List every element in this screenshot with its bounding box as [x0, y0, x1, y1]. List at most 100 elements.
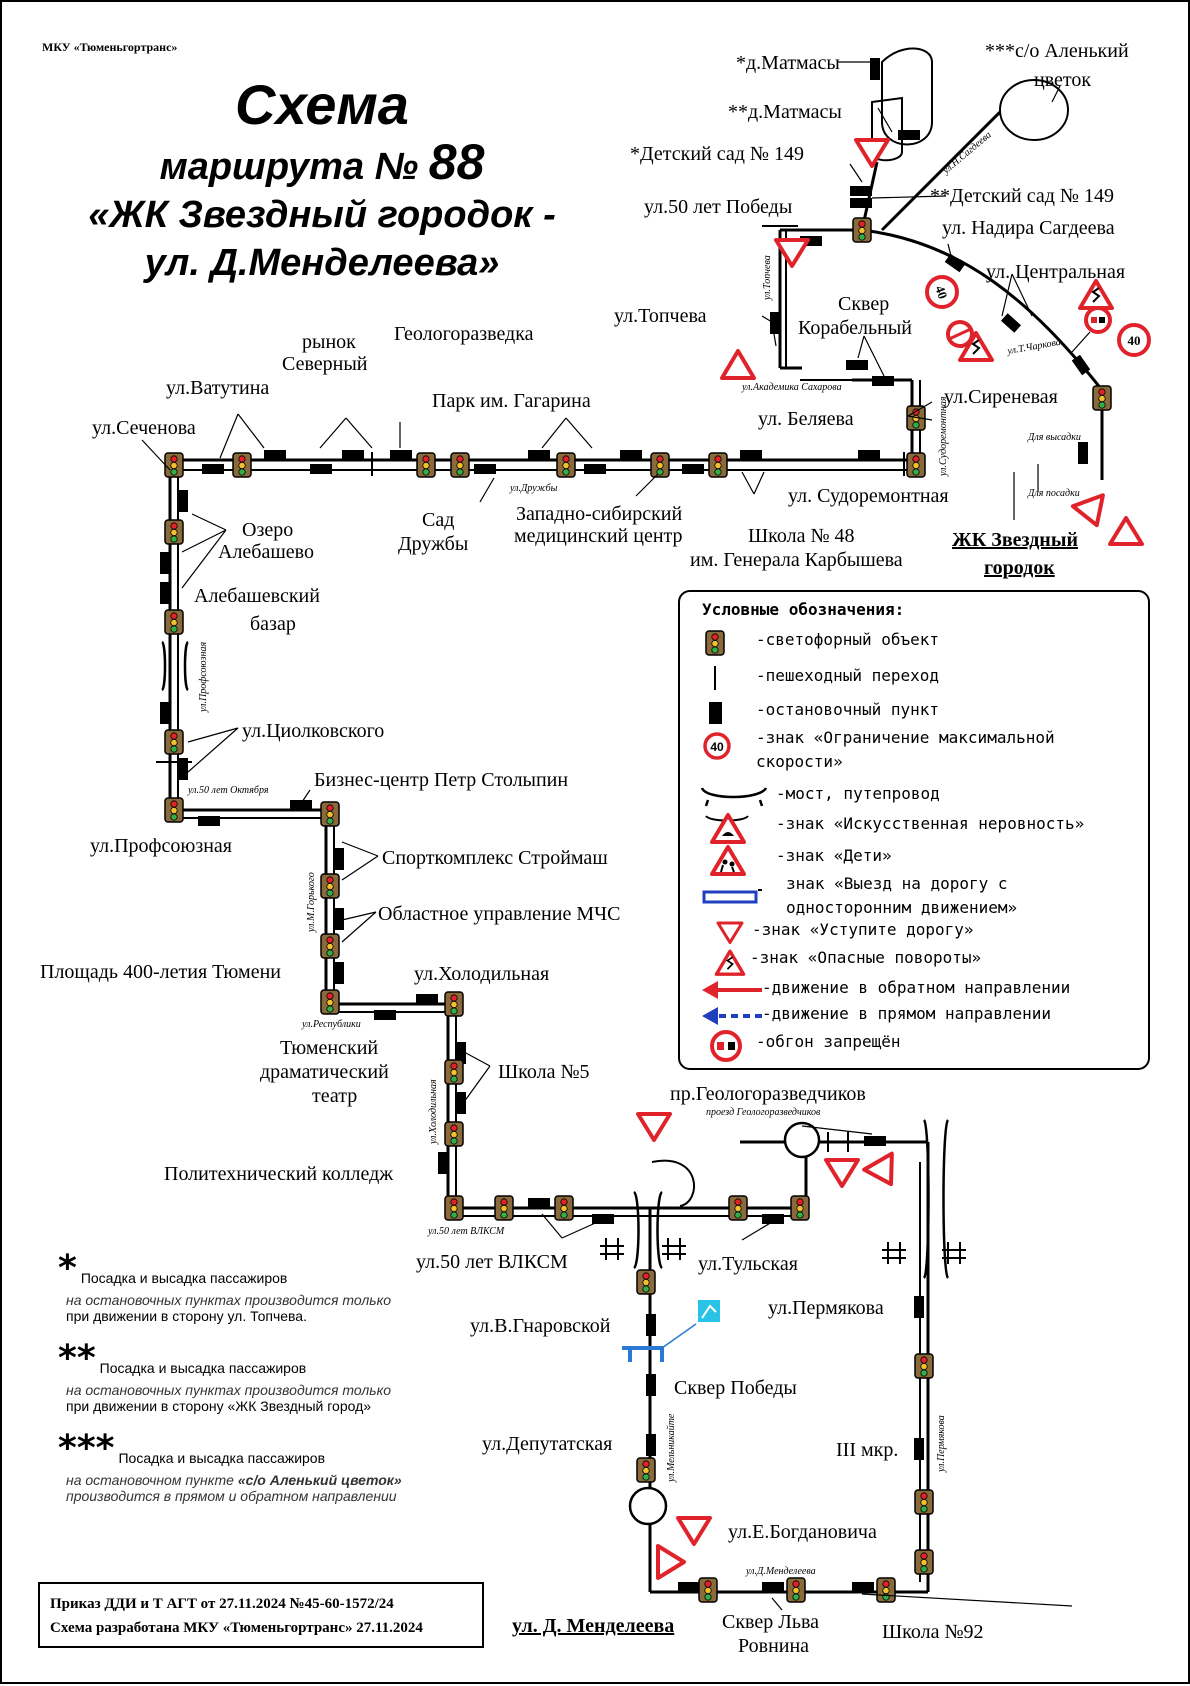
speed-limit-value: 40 [710, 740, 724, 754]
traffic-light-icon [444, 1121, 464, 1147]
bus-stop [290, 800, 312, 810]
bus-stop [770, 312, 780, 334]
stop-label: ул.Сеченова [92, 417, 196, 439]
stop-label: ул.Депутатская [482, 1433, 612, 1455]
note-italic: на остановочных пунктах производится тол… [66, 1292, 391, 1308]
street-label: ул.Н.Сагдеева [940, 129, 994, 176]
note-bold: при движении в сторону «ЖК Звездный горо… [66, 1398, 372, 1414]
dangerous-turns-sign-icon [958, 331, 994, 362]
bus-stop [846, 360, 868, 370]
street-label: ул.Топчева [762, 255, 773, 301]
street-label: проезд Геологоразведчиков [706, 1107, 821, 1118]
yield-sign-icon [656, 1544, 686, 1580]
stop-label: Ровнина [738, 1635, 809, 1657]
stop-label: III мкр. [836, 1439, 898, 1461]
stop-label: ул.Пермякова [768, 1297, 884, 1319]
legend-label: -знак «Ограничение максимальной скорости… [756, 728, 1055, 771]
note-stars: *** [58, 1428, 115, 1469]
traffic-light-icon [705, 630, 725, 656]
forward-direction-arrow-icon [702, 1007, 762, 1025]
bus-stop [762, 1214, 784, 1224]
dangerous-turns-sign-icon [1078, 279, 1114, 310]
legend-item: -знак «Опасные повороты» [700, 946, 981, 976]
bus-stop [592, 1214, 614, 1224]
traffic-light-icon [914, 1489, 934, 1515]
yield-sign-icon [824, 1158, 860, 1188]
order-box: Приказ ДДИ и Т АГТ от 27.11.2024 №45-60-… [38, 1582, 484, 1648]
stop-label: городок [984, 557, 1055, 579]
street-label: ул.Академика Сахарова [741, 382, 842, 393]
street-label: ул.50 лет Октября [187, 785, 269, 796]
bus-stop [850, 186, 872, 196]
traffic-light-icon [164, 729, 184, 755]
traffic-light-icon [494, 1195, 514, 1221]
bus-stop [198, 816, 220, 826]
legend-item: -движение в обратном направлении [700, 976, 1070, 1004]
bus-stop [678, 1582, 700, 1592]
bridge-icons [160, 640, 950, 1279]
stop-label: ул.Топчева [614, 305, 707, 327]
street-label: Для посадки [1027, 488, 1080, 499]
bus-stop [646, 1434, 656, 1456]
note-bold: при движении в сторону ул. Топчева. [66, 1308, 307, 1324]
traffic-light-icon [416, 452, 436, 478]
traffic-light-icon [320, 989, 340, 1015]
street-label: Для высадки [1027, 432, 1081, 443]
street-label: ул.Дружбы [509, 483, 558, 494]
street-label: ул.Д.Менделеева [745, 1566, 816, 1577]
stop-label: Областное управление МЧС [378, 903, 620, 925]
yield-sign-icon [676, 1516, 712, 1546]
no-pedestrian-sign-icon [946, 320, 974, 348]
legend-label: знак «Выезд на дорогу с односторонним дв… [786, 874, 1018, 917]
organization-name: МКУ «Тюменьгортранс» [42, 40, 178, 54]
bus-stop [474, 464, 496, 474]
bus-stop [858, 450, 880, 460]
legend-label: -знак «Дети» [776, 846, 892, 865]
legend-label: -обгон запрещён [756, 1032, 901, 1051]
stop-label: ул.Циолковского [242, 720, 384, 742]
warning-sign-icon [720, 349, 756, 380]
yield-sign-icon [854, 138, 890, 168]
legend-label: -движение в прямом направлении [762, 1004, 1051, 1023]
overpass-marks [600, 1238, 966, 1264]
traffic-light-icon [320, 801, 340, 827]
street-label: ул.Т.Чаркова [1006, 337, 1062, 357]
traffic-light-icon [444, 991, 464, 1017]
stop-label: Алебашево [218, 541, 314, 563]
bus-stop [1078, 442, 1088, 464]
stop-label: **д.Матмасы [728, 101, 842, 123]
legend-item: -знак «Дети» [700, 844, 892, 876]
legend-item: 40 -знак «Ограничение максимальной скоро… [700, 726, 1055, 771]
traffic-light-icon [636, 1457, 656, 1483]
bus-stop [850, 198, 872, 208]
stop-label: Площадь 400-летия Тюмени [40, 961, 281, 983]
speed-limit-sign-icon: 40 [925, 275, 959, 309]
legend-label: -мост, путепровод [776, 784, 940, 803]
route-prefix: маршрута № [159, 146, 419, 188]
boarding-notes: *Посадка и высадка пассажиров на останов… [58, 1251, 458, 1514]
stop-label: ул. Д. Менделеева [512, 1615, 674, 1637]
street-labels: ул.Н.Сагдеева ул.Т.Чаркова ул.Топчева ул… [187, 129, 1081, 1577]
bus-stop [646, 1314, 656, 1336]
note-heading: Посадка и высадка пассажиров [118, 1450, 326, 1466]
bus-stop [160, 552, 170, 574]
legend-label: -пешеходный переход [756, 666, 940, 685]
bus-stop [390, 450, 412, 460]
traffic-light-icon [444, 1195, 464, 1221]
stop-label: ул.Профсоюзная [90, 835, 232, 857]
bus-stop [264, 450, 286, 460]
bus-stop [852, 1582, 874, 1592]
reverse-direction-arrow-icon [702, 981, 762, 999]
bus-stop [528, 450, 550, 460]
bus-stop [944, 253, 966, 273]
stop-label: театр [312, 1085, 357, 1107]
bus-stop [620, 450, 642, 460]
bus-stop [342, 450, 364, 460]
dangerous-turns-sign-icon [714, 949, 746, 976]
yield-sign-icon [1108, 516, 1144, 546]
note-heading: Посадка и высадка пассажиров [80, 1270, 288, 1286]
traffic-light-icon [444, 1059, 464, 1085]
traffic-light-icon [906, 452, 926, 478]
bus-stop [762, 1582, 784, 1592]
traffic-light-icon [1092, 385, 1112, 411]
